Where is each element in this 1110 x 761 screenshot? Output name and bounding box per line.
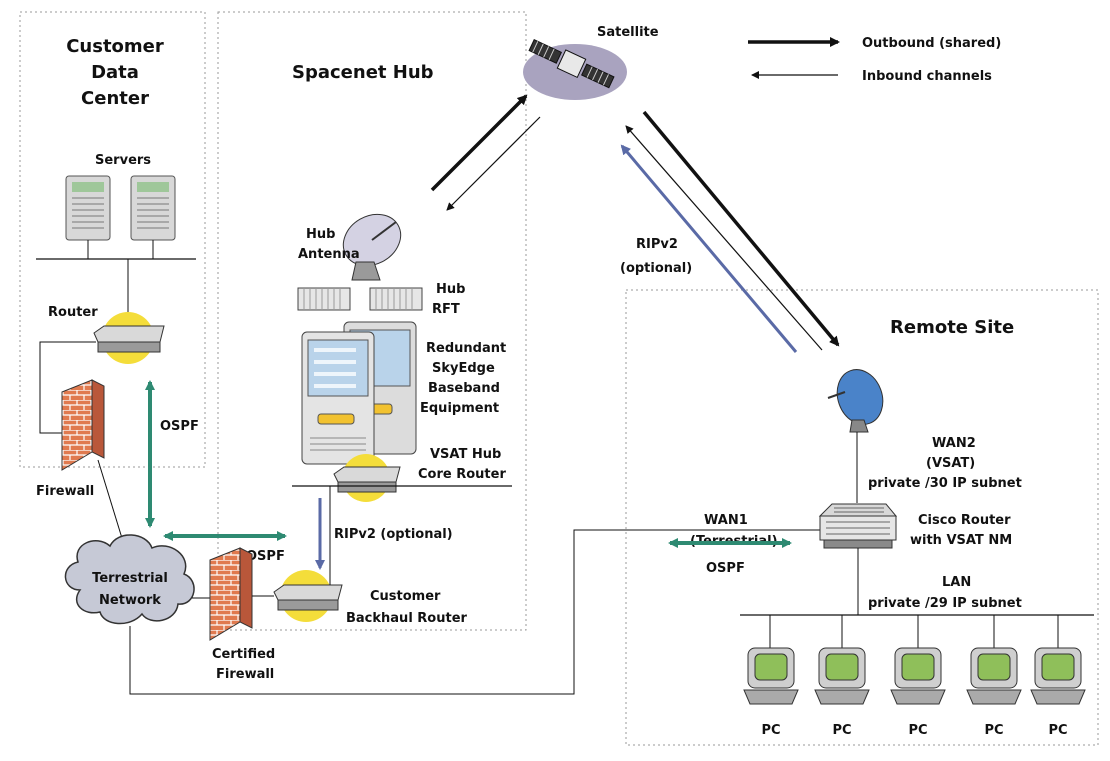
ripv2-hub-label: RIPv2 (optional) bbox=[334, 527, 453, 542]
pc-label: PC bbox=[761, 723, 780, 738]
lan-label-1: LAN bbox=[942, 575, 971, 590]
pc-icon bbox=[1030, 647, 1086, 705]
router-label: Router bbox=[48, 305, 98, 320]
backhaul-label-1: Customer bbox=[370, 589, 441, 604]
cisco-label-2: with VSAT NM bbox=[910, 533, 1012, 548]
router-icon bbox=[93, 312, 165, 364]
remote-site-title: Remote Site bbox=[890, 317, 1014, 338]
spacenet-hub-title: Spacenet Hub bbox=[292, 62, 434, 83]
satellite-label: Satellite bbox=[597, 25, 659, 40]
cisco-label-1: Cisco Router bbox=[918, 513, 1011, 528]
router-firewall-link bbox=[39, 341, 96, 434]
pc-label: PC bbox=[908, 723, 927, 738]
server-icon bbox=[130, 175, 176, 241]
remote-inbound-arrow bbox=[625, 125, 823, 351]
ospf-label-hub: OSPF bbox=[246, 549, 285, 564]
ospf-label-remote: OSPF bbox=[706, 561, 745, 576]
server-icon bbox=[65, 175, 111, 241]
legend-inbound-label: Inbound channels bbox=[862, 69, 992, 84]
customer-dc-title-2: Data bbox=[91, 62, 139, 83]
legend-outbound-label: Outbound (shared) bbox=[862, 36, 1001, 51]
spacenet-hub-region bbox=[217, 11, 527, 631]
ripv2-sat-arrow bbox=[620, 144, 798, 353]
backhaul-label-2: Backhaul Router bbox=[346, 611, 468, 626]
vsat-hub-router-icon bbox=[333, 454, 401, 502]
hub-outbound-arrow bbox=[430, 94, 528, 192]
remote-outbound-arrow bbox=[642, 110, 840, 347]
baseband-label-2: SkyEdge bbox=[432, 361, 495, 376]
customer-dc-title-1: Customer bbox=[66, 36, 164, 57]
hub-inbound-arrow bbox=[446, 116, 541, 211]
wan1-terrestrial-link bbox=[129, 529, 820, 695]
baseband-label-3: Baseband bbox=[428, 381, 500, 396]
certified-firewall-label-2: Firewall bbox=[216, 667, 274, 682]
pc-label: PC bbox=[984, 723, 1003, 738]
baseband-equipment-icon bbox=[301, 321, 417, 465]
cisco-router-icon bbox=[818, 503, 898, 549]
pc-icon bbox=[743, 647, 799, 705]
terrestrial-network-cloud-icon bbox=[64, 534, 195, 625]
hub-antenna-label-1: Hub bbox=[306, 227, 335, 242]
firewall-label: Firewall bbox=[36, 484, 94, 499]
remote-site-region bbox=[625, 289, 1099, 746]
firewall-icon bbox=[61, 379, 105, 471]
wan2-label-3: private /30 IP subnet bbox=[868, 476, 1022, 491]
wan1-label-1: WAN1 bbox=[704, 513, 748, 528]
wan2-label-2: (VSAT) bbox=[926, 456, 975, 471]
pc-icon bbox=[890, 647, 946, 705]
ripv2-sat-label-2: (optional) bbox=[620, 261, 692, 276]
baseband-label-4: Equipment bbox=[420, 401, 499, 416]
lan-label-2: private /29 IP subnet bbox=[868, 596, 1022, 611]
certified-firewall-icon bbox=[209, 547, 253, 641]
backhaul-router-icon bbox=[273, 570, 343, 622]
satellite-icon bbox=[523, 38, 627, 100]
pc-icon bbox=[814, 647, 870, 705]
wan2-label-1: WAN2 bbox=[932, 436, 976, 451]
hub-rft-label-1: Hub bbox=[436, 282, 465, 297]
hub-rft-icon bbox=[297, 287, 423, 311]
hub-rft-label-2: RFT bbox=[432, 302, 460, 317]
terrestrial-network-label-2: Network bbox=[99, 593, 161, 608]
certified-firewall-label-1: Certified bbox=[212, 647, 275, 662]
vsat-dish-icon bbox=[827, 369, 884, 433]
pc-label: PC bbox=[832, 723, 851, 738]
vsat-hub-label-1: VSAT Hub bbox=[430, 447, 501, 462]
pc-icon bbox=[966, 647, 1022, 705]
ripv2-sat-label-1: RIPv2 bbox=[636, 237, 678, 252]
vsat-hub-label-2: Core Router bbox=[418, 467, 506, 482]
pc-label: PC bbox=[1048, 723, 1067, 738]
terrestrial-network-label-1: Terrestrial bbox=[92, 571, 168, 586]
ospf-label-dc: OSPF bbox=[160, 419, 199, 434]
servers-label: Servers bbox=[95, 153, 151, 168]
hub-antenna-label-2: Antenna bbox=[298, 247, 360, 262]
baseband-label-1: Redundant bbox=[426, 341, 506, 356]
customer-dc-title-3: Center bbox=[81, 88, 149, 109]
hub-antenna-icon bbox=[342, 213, 402, 281]
